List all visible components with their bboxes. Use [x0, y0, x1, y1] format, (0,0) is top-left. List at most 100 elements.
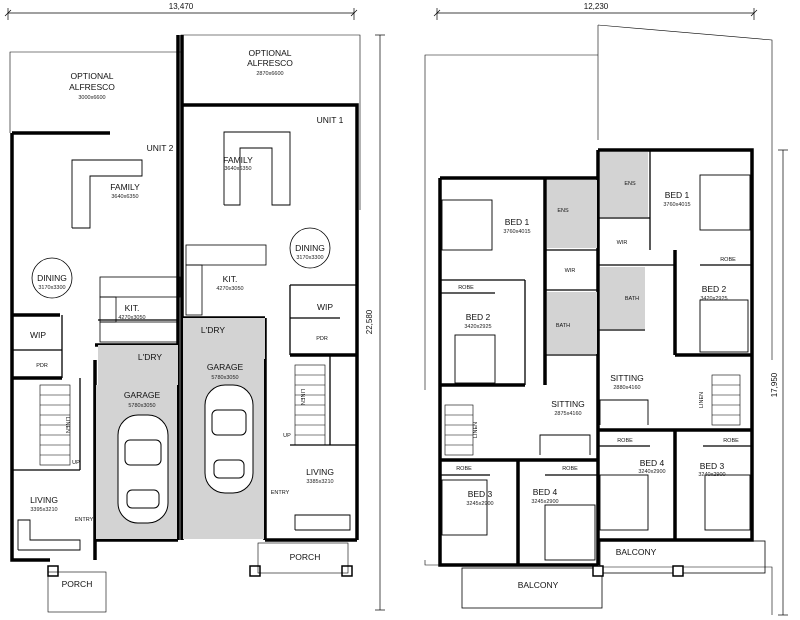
u2-ens-label: ENS — [557, 208, 569, 214]
u1-bath-label: BATH — [625, 296, 639, 302]
porch-pillars — [47, 565, 353, 577]
u2-balcony-label: BALCONY — [518, 580, 559, 590]
u2-bed4-label: BED 4 — [533, 487, 558, 497]
u1-ens-label: ENS — [624, 181, 636, 187]
u1-alfresco-label-1: OPTIONAL — [249, 48, 292, 58]
u1-garage-label: GARAGE — [207, 362, 244, 372]
ground-depth-dimension: 22,580 — [365, 309, 374, 334]
u1-robe-bed3-label: ROBE — [723, 438, 739, 444]
first-stairs — [444, 374, 741, 456]
stairs — [39, 364, 326, 466]
u1-linen-label: LINEN — [299, 389, 305, 405]
u1-garage-dim: 5780x3050 — [211, 375, 238, 381]
u1-bed2-label: BED 2 — [702, 284, 727, 294]
u1-wip-label: WIP — [317, 302, 333, 312]
u1-up-label: UP — [283, 433, 291, 439]
u2-alfresco-label-1: OPTIONAL — [71, 71, 114, 81]
u2-bed1-dim: 3760x4015 — [503, 229, 530, 235]
u2-wip-label: WIP — [30, 330, 46, 340]
u2-bed2-label: BED 2 — [466, 312, 491, 322]
u1-sitting-dim: 2880x4160 — [613, 385, 640, 391]
u1-dining-dim: 3170x3300 — [296, 255, 323, 261]
u1-family-dim: 3640x6350 — [224, 166, 251, 172]
u2-unit-label: UNIT 2 — [147, 143, 174, 153]
dimension-lines — [4, 8, 788, 616]
u1-porch-label: PORCH — [290, 552, 321, 562]
u2-living-dim: 3395x3210 — [30, 507, 57, 513]
unit-1-first-walls — [598, 148, 754, 542]
u1-bed3-label: BED 3 — [700, 461, 725, 471]
first-depth-dimension: 17,950 — [770, 372, 779, 397]
unit-2-porch-outline — [47, 571, 107, 613]
u2-dining-dim: 3170x3300 — [38, 285, 65, 291]
u2-robe-bed4-label: ROBE — [562, 466, 578, 472]
u2-alfresco-label-2: ALFRESCO — [69, 82, 115, 92]
u2-sitting-dim: 2875x4160 — [554, 411, 581, 417]
unit-2-laundry-floor — [98, 345, 178, 385]
ground-floor-plan: OPTIONAL ALFRESCO 3000x6600 UNIT 2 FAMIL… — [9, 34, 361, 613]
u1-entry-label: ENTRY — [271, 490, 290, 496]
balcony-posts — [592, 565, 684, 577]
u1-wir-label: WIR — [617, 240, 628, 246]
alfresco-outlines — [9, 34, 361, 210]
unit-2-thin-walls — [12, 315, 178, 471]
u1-bed4-dim: 3240x2900 — [638, 469, 665, 475]
u1-bed1-dim: 3760x4015 — [663, 202, 690, 208]
u2-bath-label: BATH — [556, 323, 570, 329]
u2-wir-label: WIR — [565, 268, 576, 274]
first-width-dimension: 12,230 — [584, 2, 609, 11]
sitting-sofas — [539, 399, 649, 455]
u1-family-label: FAMILY — [223, 155, 253, 165]
wet-area-fills — [547, 152, 648, 354]
u2-garage-label: GARAGE — [124, 390, 161, 400]
u2-porch-label: PORCH — [62, 579, 93, 589]
u1-unit-label: UNIT 1 — [317, 115, 344, 125]
u1-linen-first-label: LINEN — [699, 392, 705, 408]
u2-alfresco-dim: 3000x6600 — [78, 95, 105, 101]
u2-linen-first-label: LINEN — [473, 422, 479, 438]
u2-bed3-label: BED 3 — [468, 489, 493, 499]
u1-dining-label: DINING — [295, 243, 325, 253]
unit-1-laundry-floor — [183, 318, 265, 359]
first-floor-plan: ENS BED 1 3760x4015 WIR ROBE BED 2 3420x… — [424, 24, 773, 615]
u2-pdr-label: PDR — [36, 363, 48, 369]
ground-width-dimension: 13,470 — [169, 2, 194, 11]
u1-ldry-label: L'DRY — [201, 325, 225, 335]
unit-2-first-walls — [438, 150, 600, 567]
u2-kit-dim: 4270x3050 — [118, 315, 145, 321]
u2-linen-label: LINEN — [64, 417, 70, 433]
u2-bed2-dim: 3420x2925 — [464, 324, 491, 330]
u2-family-dim: 3640x6350 — [111, 194, 138, 200]
u1-living-dim: 3385x3210 — [306, 479, 333, 485]
kitchen-benches — [99, 244, 267, 343]
car-icon — [117, 384, 254, 524]
u1-robe-bed2-label: ROBE — [720, 257, 736, 263]
u2-dining-label: DINING — [37, 273, 67, 283]
u1-kit-dim: 4270x3050 — [216, 286, 243, 292]
u2-sitting-label: SITTING — [551, 399, 585, 409]
u1-alfresco-label-2: ALFRESCO — [247, 58, 293, 68]
u1-alfresco-dim: 2870x6600 — [256, 71, 283, 77]
bed-furniture — [441, 174, 751, 561]
u1-bed2-dim: 3420x2925 — [700, 296, 727, 302]
u2-robe-bed2-label: ROBE — [458, 285, 474, 291]
u2-bed3-dim: 3245x2900 — [466, 501, 493, 507]
u2-robe-bed3-label: ROBE — [456, 466, 472, 472]
u1-living-label: LIVING — [306, 467, 334, 477]
unit-1-porch-outline — [257, 542, 349, 574]
u2-up-label: UP — [72, 460, 80, 466]
u1-pdr-label: PDR — [316, 336, 328, 342]
dining-tables — [31, 227, 331, 299]
u2-bed4-dim: 3245x2900 — [531, 499, 558, 505]
u2-bed1-label: BED 1 — [505, 217, 530, 227]
u2-family-label: FAMILY — [110, 182, 140, 192]
u1-robe-bed4-label: ROBE — [617, 438, 633, 444]
unit-2-first-thin-walls — [440, 249, 598, 476]
u2-garage-dim: 5780x3050 — [128, 403, 155, 409]
u1-bed4-label: BED 4 — [640, 458, 665, 468]
u2-ldry-label: L'DRY — [138, 352, 162, 362]
unit-1-first-thin-walls — [598, 150, 752, 447]
u2-kit-label: KIT. — [125, 303, 140, 313]
lounge-furniture — [17, 131, 351, 551]
